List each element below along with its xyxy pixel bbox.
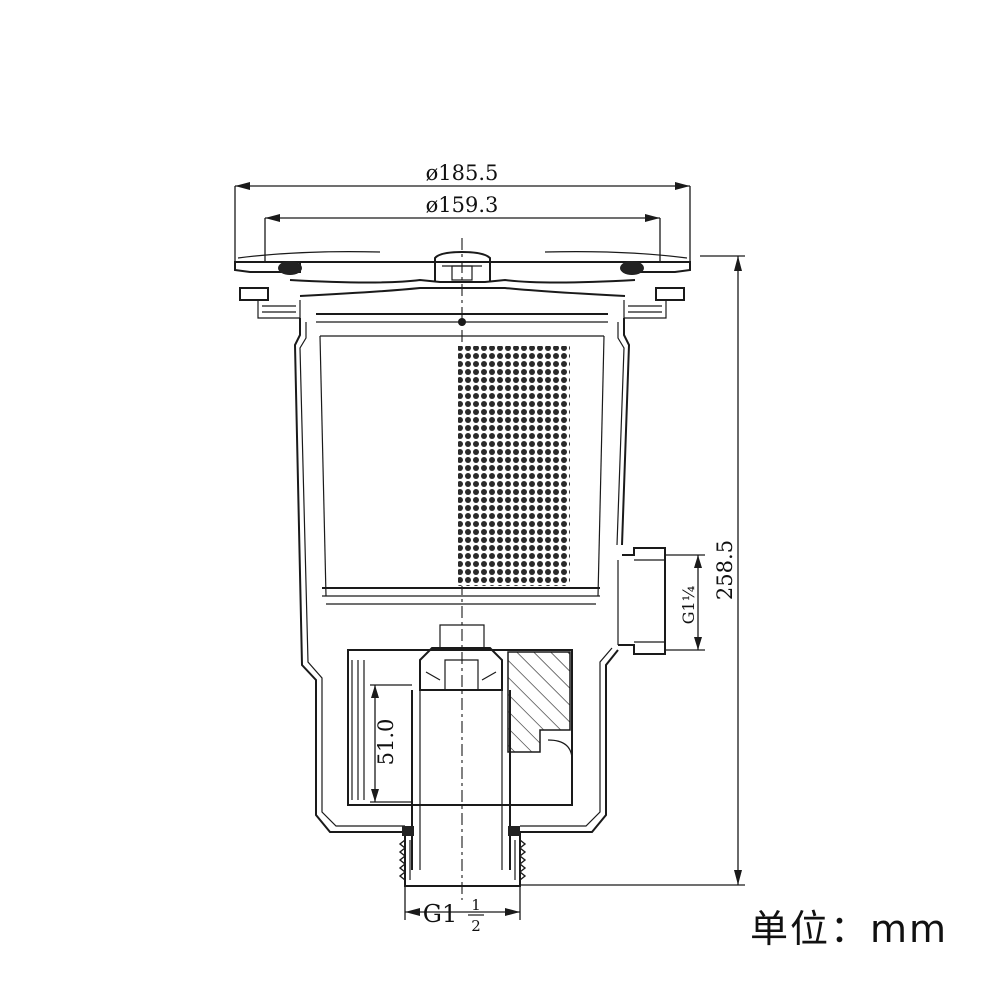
inner-diameter-label: ø159.3 (426, 193, 499, 217)
inner-diameter-dimension: ø159.3 (264, 193, 661, 262)
perforated-mesh (458, 346, 570, 586)
lower-trap-housing: 51.0 (347, 624, 573, 887)
side-outlet: G1¼ (617, 547, 705, 655)
outer-diameter-label: ø185.5 (426, 161, 499, 185)
outer-diameter-dimension: ø185.5 (234, 161, 691, 262)
side-outlet-thread-label: G1¼ (679, 585, 698, 624)
units-label: 单位：mm (749, 907, 948, 951)
bottom-thread-denominator: 2 (471, 917, 481, 935)
strainer-body (293, 313, 631, 833)
standpipe-height-label: 51.0 (374, 719, 398, 766)
bottom-thread-numerator: 1 (471, 896, 481, 914)
total-height-dimension: 258.5 (520, 255, 745, 886)
flange-assembly (234, 250, 691, 319)
bottom-thread-label: G1 (423, 900, 457, 928)
bottom-thread-dimension: G1 1 2 (404, 886, 521, 935)
total-height-label: 258.5 (713, 540, 737, 600)
